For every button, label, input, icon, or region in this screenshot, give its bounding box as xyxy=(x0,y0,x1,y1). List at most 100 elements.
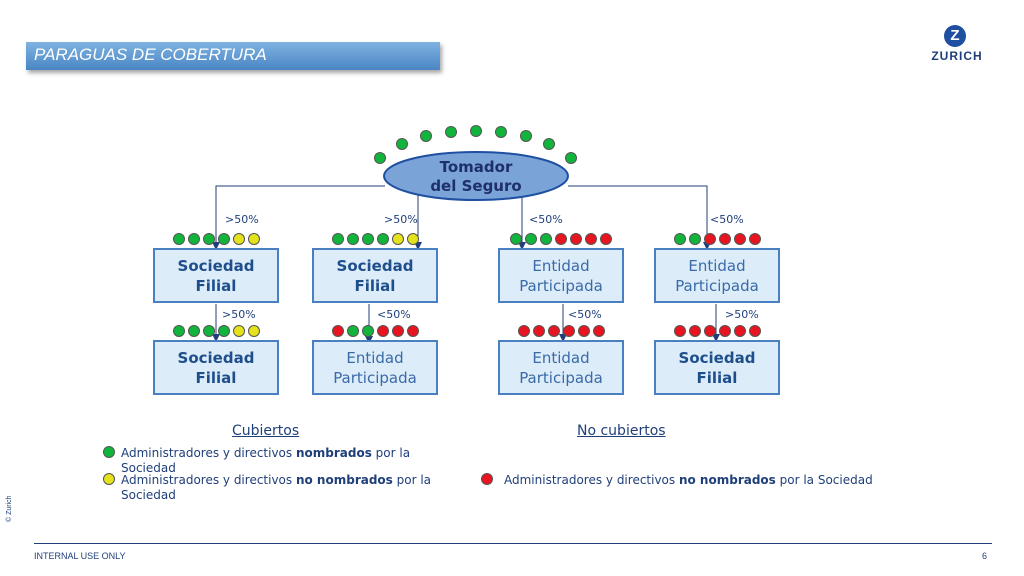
node-label-line1: Sociedad xyxy=(336,256,414,275)
red-director-dot xyxy=(406,325,419,337)
green-director-dot xyxy=(540,233,552,245)
node-label-line1: Entidad xyxy=(346,348,404,367)
red-director-dot xyxy=(592,325,605,337)
yellow-director-dot xyxy=(247,325,260,337)
legend-red-after: por la Sociedad xyxy=(775,473,873,487)
green-director-dot xyxy=(543,138,555,150)
footer-divider xyxy=(34,543,992,544)
yellow-director-dot xyxy=(406,233,419,245)
yellow-director-dot xyxy=(247,233,260,245)
legend-red-dot xyxy=(481,473,493,485)
green-director-dot xyxy=(688,233,701,245)
ownership-percent-label: >50% xyxy=(725,308,759,321)
red-director-dot xyxy=(703,325,716,337)
page-number: 6 xyxy=(982,551,988,561)
legend-red-before: Administradores y directivos xyxy=(504,473,679,487)
red-director-dot xyxy=(555,233,567,245)
zurich-logo: Z ZURICH xyxy=(925,25,989,67)
logo-wordmark: ZURICH xyxy=(931,49,983,63)
red-director-dot xyxy=(562,325,575,337)
title-bar: PARAGUAS DE COBERTURA xyxy=(26,42,440,70)
green-director-dot xyxy=(396,138,408,150)
node-label-line2: Participada xyxy=(519,276,603,295)
red-director-dot xyxy=(331,325,344,337)
ownership-percent-label: <50% xyxy=(710,213,744,226)
legend-yellow-after: por la Sociedad xyxy=(121,473,432,502)
ownership-percent-label: <50% xyxy=(377,308,411,321)
legend-green-emph: nombrados xyxy=(295,446,372,460)
green-director-dot xyxy=(673,233,686,245)
not-covered-heading: No cubiertos xyxy=(577,423,666,439)
ownership-percent-label: <50% xyxy=(568,308,602,321)
green-director-dot xyxy=(376,233,389,245)
green-director-dot xyxy=(361,233,374,245)
node-label-line1: Entidad xyxy=(532,348,590,367)
green-director-dot xyxy=(520,130,532,142)
root-node: Tomador del Seguro xyxy=(384,158,568,198)
green-director-dot xyxy=(361,325,374,337)
node-label-line2: Filial xyxy=(195,368,237,387)
green-director-dot xyxy=(217,233,230,245)
legend-green-text: Administradores y directivos nombrados p… xyxy=(121,446,451,476)
yellow-director-dot xyxy=(391,233,404,245)
legend-red-emph: no nombrados xyxy=(678,473,776,487)
green-director-dot xyxy=(420,130,432,142)
node-label-line1: Sociedad xyxy=(177,256,255,275)
red-director-dot xyxy=(517,325,530,337)
node-label-line2: Filial xyxy=(696,368,738,387)
green-director-dot xyxy=(565,152,577,164)
yellow-director-dot xyxy=(232,325,245,337)
node-label-line2: Filial xyxy=(354,276,396,295)
logo-mark: Z xyxy=(944,25,966,47)
node-label-line1: Entidad xyxy=(532,256,590,275)
red-director-dot xyxy=(733,233,746,245)
legend-yellow-text: Administradores y directivos no nombrado… xyxy=(121,473,451,503)
green-director-dot xyxy=(374,152,386,164)
red-director-dot xyxy=(577,325,590,337)
red-director-dot xyxy=(547,325,560,337)
red-director-dot xyxy=(376,325,389,337)
node-label-line2: Participada xyxy=(333,368,417,387)
legend-red-text: Administradores y directivos no nombrado… xyxy=(504,473,924,488)
green-director-dot xyxy=(445,126,457,138)
node-label-line2: Filial xyxy=(195,276,237,295)
red-director-dot xyxy=(688,325,701,337)
green-director-dot xyxy=(346,325,359,337)
green-director-dot xyxy=(525,233,537,245)
red-director-dot xyxy=(748,325,761,337)
red-director-dot xyxy=(600,233,612,245)
green-director-dot xyxy=(217,325,230,337)
green-director-dot xyxy=(187,325,200,337)
green-director-dot xyxy=(202,325,215,337)
red-director-dot xyxy=(673,325,686,337)
red-director-dot xyxy=(733,325,746,337)
green-director-dot xyxy=(510,233,522,245)
green-director-dot xyxy=(172,233,185,245)
ownership-percent-label: >50% xyxy=(225,213,259,226)
node-label-line1: Entidad xyxy=(688,256,746,275)
node-label-line1: Sociedad xyxy=(678,348,756,367)
page-title: PARAGUAS DE COBERTURA xyxy=(34,45,267,64)
green-director-dot xyxy=(495,126,507,138)
green-director-dot xyxy=(331,233,344,245)
node-label-line1: Sociedad xyxy=(177,348,255,367)
green-director-dot xyxy=(202,233,215,245)
ownership-percent-label: >50% xyxy=(222,308,256,321)
green-director-dot xyxy=(470,125,482,137)
root-node-line2: del Seguro xyxy=(430,177,522,195)
legend-yellow-before: Administradores y directivos xyxy=(121,473,296,487)
ownership-percent-label: <50% xyxy=(529,213,563,226)
legend-green-before: Administradores y directivos xyxy=(121,446,296,460)
red-director-dot xyxy=(718,233,731,245)
red-director-dot xyxy=(585,233,597,245)
yellow-director-dot xyxy=(232,233,245,245)
node-label-line2: Participada xyxy=(675,276,759,295)
red-director-dot xyxy=(570,233,582,245)
root-node-line1: Tomador xyxy=(439,158,513,176)
legend-green-after: por la Sociedad xyxy=(121,446,411,475)
